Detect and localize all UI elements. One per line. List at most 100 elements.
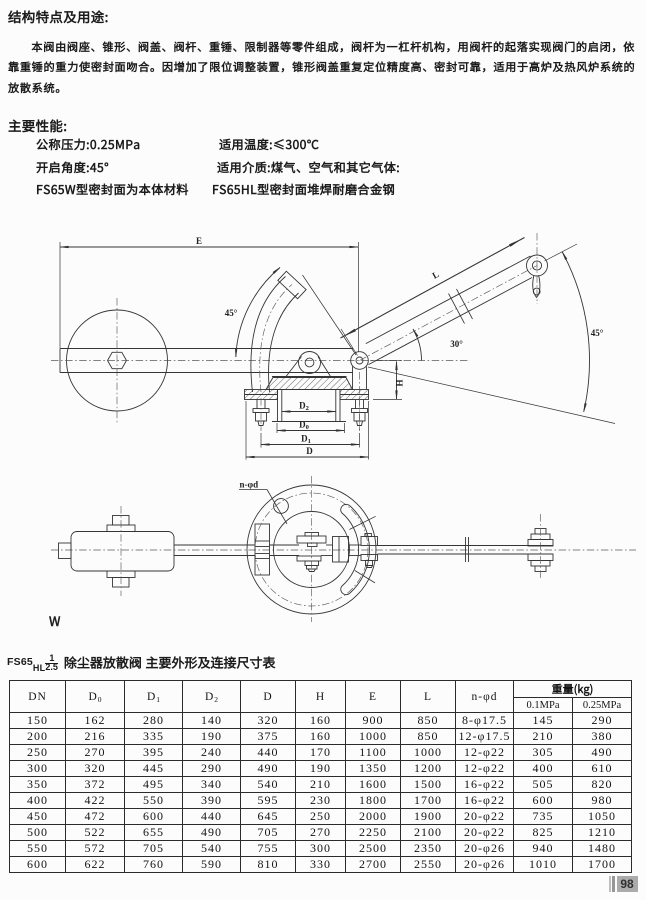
table-cell: 2550 — [400, 856, 456, 873]
table-cell: 1500 — [400, 776, 456, 793]
table-cell: 340 — [182, 776, 241, 793]
table-cell: 645 — [240, 808, 296, 825]
table-cell: 655 — [124, 824, 183, 841]
spec-medium: 适用介质:煤气、空气和其它气体: — [217, 157, 401, 176]
table-cell: 850 — [400, 712, 456, 729]
spec-nominal-pressure: 公称压力:0.25MPa — [36, 135, 141, 153]
table-cell: 1210 — [572, 824, 632, 841]
table-cell: 490 — [572, 744, 632, 761]
spec-temperature: 适用温度:≤300℃ — [219, 135, 320, 153]
table-cell: 540 — [240, 776, 296, 793]
table-cell: 810 — [240, 856, 296, 873]
table-cell: 540 — [182, 840, 241, 857]
table-cell: 705 — [240, 824, 296, 841]
spec-seal-w: FS65W型密封面为本体材料 — [36, 180, 189, 198]
table-cell: 20-φ22 — [455, 824, 514, 841]
table-cell: 240 — [182, 744, 241, 761]
table-cell: 270 — [65, 744, 125, 761]
footer-stripe-dark — [612, 876, 615, 892]
table-cell: 145 — [513, 712, 573, 729]
table-cell: 270 — [295, 824, 346, 841]
table-cell: 600 — [513, 792, 573, 809]
table-cell: 980 — [572, 792, 632, 809]
dim-label-d2: D2 — [299, 401, 309, 413]
table-cell: 305 — [513, 744, 573, 761]
col-header-h: H — [295, 680, 346, 713]
angle-label-arm: 30° — [450, 339, 463, 349]
table-cell: 2000 — [345, 808, 401, 825]
table-cell: 390 — [182, 792, 241, 809]
table-cell: 210 — [295, 776, 346, 793]
table-cell: 1800 — [345, 792, 401, 809]
table-cell: 572 — [65, 840, 125, 857]
page-footer: 98 — [0, 874, 646, 894]
table-cell: 12-φ22 — [455, 760, 514, 777]
table-cell: 350 — [9, 776, 66, 793]
table-cell: 20-φ26 — [455, 840, 514, 857]
table-cell: 440 — [240, 744, 296, 761]
table-cell: 160 — [295, 728, 346, 745]
table-cell: 160 — [295, 712, 346, 729]
model-code-sub: HL — [32, 663, 46, 673]
table-cell: 1350 — [345, 760, 401, 777]
table-cell: 20-φ22 — [455, 808, 514, 825]
table-cell: 210 — [513, 728, 573, 745]
table-cell: 150 — [9, 712, 66, 729]
table-cell: 940 — [513, 840, 573, 857]
col-header-weight-group: 重量(kg) — [513, 680, 632, 698]
col-header-d: D — [240, 680, 296, 713]
table-cell: 375 — [240, 728, 296, 745]
table-cell: 162 — [65, 712, 125, 729]
table-cell: 490 — [182, 824, 241, 841]
table-cell: 1000 — [345, 728, 401, 745]
table-cell: 330 — [295, 856, 346, 873]
table-cell: 1100 — [345, 744, 401, 761]
table-cell: 12-φ22 — [455, 744, 514, 761]
table-cell: 1200 — [400, 760, 456, 777]
dim-label-d1: D1 — [301, 434, 311, 446]
table-cell: 320 — [240, 712, 296, 729]
table-cell: 1000 — [400, 744, 456, 761]
bolt-holes-note: n-φd — [240, 480, 259, 490]
section-heading-performance: 主要性能: — [8, 115, 68, 135]
table-cell: 2350 — [400, 840, 456, 857]
col-header-weight-01: 0.1MPa — [513, 697, 573, 713]
table-cell: 280 — [124, 712, 183, 729]
col-header-d1: D1 — [124, 680, 183, 713]
technical-drawing: E 45° L 30° 45° H D2 D0 D1 D n-φd W — [49, 233, 636, 630]
model-code: FS65 — [7, 655, 33, 668]
dim-label-d0: D0 — [299, 420, 309, 432]
col-header-dn: DN — [9, 680, 66, 713]
table-cell: 2100 — [400, 824, 456, 841]
table-cell: 170 — [295, 744, 346, 761]
table-cell: 522 — [65, 824, 125, 841]
table-cell: 2250 — [345, 824, 401, 841]
table-cell: 1010 — [513, 856, 573, 873]
table-cell: 8-φ17.5 — [455, 712, 514, 729]
table-cell: 250 — [295, 808, 346, 825]
table-cell: 505 — [513, 776, 573, 793]
table-cell: 230 — [295, 792, 346, 809]
dim-label-e: E — [196, 236, 202, 246]
page-number-badge: 98 — [616, 876, 638, 892]
table-cell: 1480 — [572, 840, 632, 857]
table-cell: 490 — [240, 760, 296, 777]
angle-label-gooseneck: 45° — [225, 308, 238, 318]
table-cell: 825 — [513, 824, 573, 841]
section-heading-features: 结构特点及用途: — [8, 6, 109, 26]
table-cell: 140 — [182, 712, 241, 729]
footer-stripe-light — [608, 876, 611, 892]
table-cell: 440 — [182, 808, 241, 825]
table-cell: 216 — [65, 728, 125, 745]
table-cell: 622 — [65, 856, 125, 873]
table-cell: 16-φ22 — [455, 776, 514, 793]
